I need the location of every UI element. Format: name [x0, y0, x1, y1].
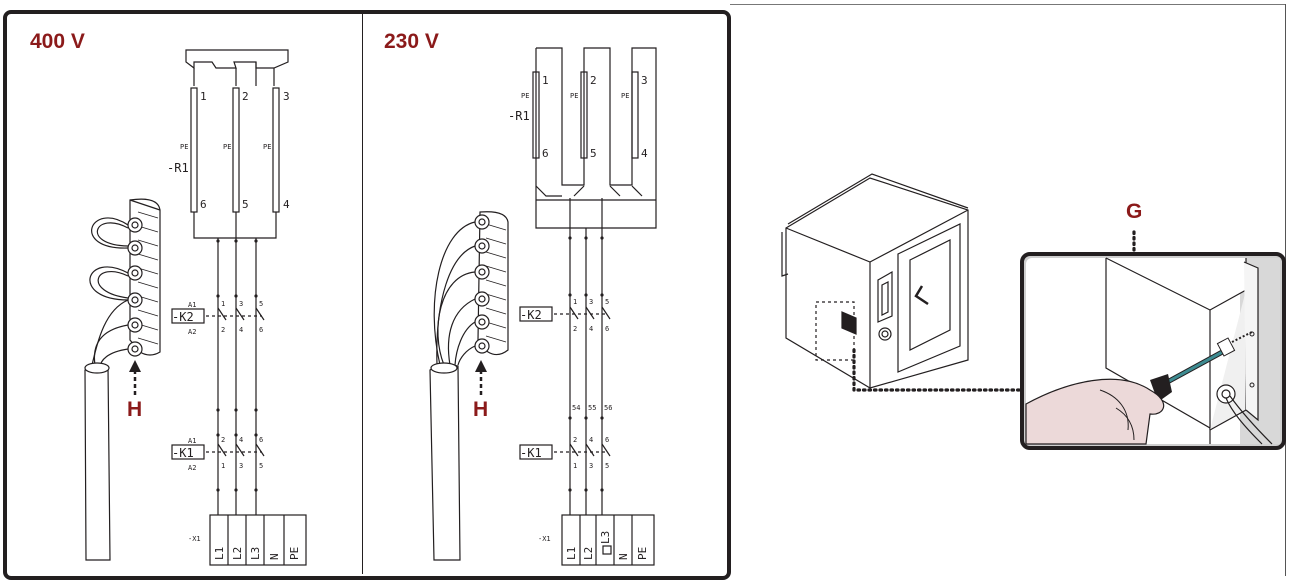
right-r-terminal-1: 1 [542, 74, 549, 87]
right-k2-label: -K2 [520, 308, 542, 322]
left-contactor-k1-switches [171, 443, 265, 460]
left-k1-a2: A2 [188, 464, 196, 472]
left-k2-a1: A1 [188, 301, 196, 309]
top-border-line [730, 4, 1286, 5]
right-pe-3: PE [621, 92, 629, 100]
left-x1-l3: L3 [249, 547, 262, 560]
left-pe-1: PE [180, 143, 188, 151]
right-contactor-k1-switches [519, 443, 611, 460]
right-cable-connector [429, 211, 509, 561]
left-k1-bot-3: 3 [239, 462, 243, 470]
right-term-55: 55 [588, 404, 596, 412]
right-pe-1: PE [521, 92, 529, 100]
right-k2-bot-4: 4 [589, 325, 593, 333]
left-k1-label: -K1 [172, 446, 194, 460]
left-k1-top-2: 2 [221, 436, 225, 444]
left-terminal-block [209, 514, 307, 566]
right-resistor-frame [535, 47, 657, 229]
callout-label: G [1126, 200, 1143, 223]
left-x1-pe: PE [288, 547, 301, 560]
right-r-terminal-6: 6 [542, 147, 549, 160]
right-k1-top-2: 2 [573, 436, 577, 444]
right-r-terminal-4: 4 [641, 147, 648, 160]
right-x1-l3: L3 [599, 531, 612, 544]
right-x1-label: -X1 [538, 535, 551, 543]
left-resistor-box [193, 212, 277, 239]
left-cable-connector [84, 198, 161, 561]
left-k2-bot-2: 2 [221, 326, 225, 334]
left-k1-bot-1: 1 [221, 462, 225, 470]
right-k2-bot-6: 6 [605, 325, 609, 333]
left-k1-top-4: 4 [239, 436, 243, 444]
right-k1-bot-3: 3 [589, 462, 593, 470]
right-k2-top-1: 1 [573, 298, 577, 306]
left-k2-top-5: 5 [259, 300, 263, 308]
right-resistor-elements [532, 71, 639, 159]
right-terminal-block [561, 514, 655, 566]
left-x1-l1: L1 [213, 547, 226, 560]
left-k1-bot-5: 5 [259, 462, 263, 470]
junction-dots [216, 236, 604, 492]
oven-illustration [781, 173, 969, 389]
left-k1-top-6: 6 [259, 436, 263, 444]
right-x1-l2: L2 [582, 547, 595, 560]
left-k1-a1: A1 [188, 437, 196, 445]
right-k2-top-3: 3 [589, 298, 593, 306]
right-k2-bot-2: 2 [573, 325, 577, 333]
voltage-title-400v: 400 V [30, 30, 85, 53]
right-k1-bot-5: 5 [605, 462, 609, 470]
left-r1-label: -R1 [167, 161, 189, 175]
left-r-terminal-3: 3 [283, 90, 290, 103]
right-contactor-k2-switches [519, 306, 611, 322]
left-k2-label: -K2 [172, 310, 194, 324]
left-k2-top-3: 3 [239, 300, 243, 308]
left-resistor-bridge [185, 49, 289, 86]
left-k2-a2: A2 [188, 328, 196, 336]
left-k2-bot-4: 4 [239, 326, 243, 334]
right-k2-top-5: 5 [605, 298, 609, 306]
left-r-terminal-4: 4 [283, 198, 290, 211]
left-pe-3: PE [263, 143, 271, 151]
right-k1-top-4: 4 [589, 436, 593, 444]
right-cable-label: H [473, 398, 489, 421]
left-r-terminal-5: 5 [242, 198, 249, 211]
right-term-56: 56 [604, 404, 612, 412]
left-k2-bot-6: 6 [259, 326, 263, 334]
right-wires [569, 198, 603, 515]
left-x1-label: -X1 [188, 535, 201, 543]
right-term-54: 54 [572, 404, 580, 412]
left-contactor-k2-switches [171, 307, 265, 324]
right-pe-2: PE [570, 92, 578, 100]
left-x1-n: N [268, 553, 281, 560]
panel-divider [362, 14, 363, 574]
left-wires [217, 238, 257, 515]
left-r-terminal-6: 6 [200, 198, 207, 211]
right-x1-pe: PE [636, 547, 649, 560]
right-k1-bot-1: 1 [573, 462, 577, 470]
right-r-terminal-5: 5 [590, 147, 597, 160]
right-r-terminal-2: 2 [590, 74, 597, 87]
left-r-terminal-1: 1 [200, 90, 207, 103]
right-r1-label: -R1 [508, 109, 530, 123]
voltage-title-230v: 230 V [384, 30, 439, 53]
detail-inset [1020, 252, 1286, 450]
left-x1-l2: L2 [231, 547, 244, 560]
right-r-terminal-3: 3 [641, 74, 648, 87]
right-x1-l1: L1 [565, 547, 578, 560]
right-x1-n: N [617, 553, 630, 560]
left-k2-top-1: 1 [221, 300, 225, 308]
right-k1-top-6: 6 [605, 436, 609, 444]
left-pe-2: PE [223, 143, 231, 151]
right-k1-label: -K1 [520, 446, 542, 460]
left-r-terminal-2: 2 [242, 90, 249, 103]
left-cable-label: H [127, 398, 143, 421]
